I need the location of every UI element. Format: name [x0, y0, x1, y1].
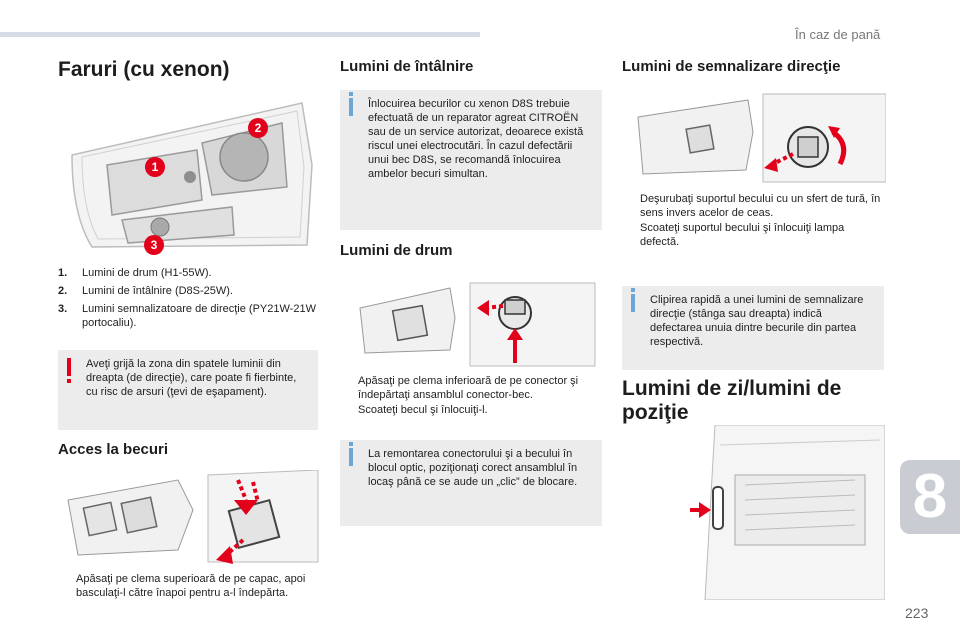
callout-1-label: 1 [152, 160, 159, 174]
drl-diagram [685, 425, 885, 600]
arrow-right-icon [340, 374, 358, 402]
access-title: Acces la becuri [58, 441, 169, 458]
high-beam-info-text: La remontarea conectorului şi a becului … [368, 448, 578, 488]
warning-text: Aveţi grijă la zona din spatele luminii … [86, 358, 297, 398]
turn-signal-steps: Deşurubaţi suportul becului cu un sfert … [622, 192, 884, 250]
list-item: Apăsaţi pe clema inferioară de pe conect… [340, 374, 602, 402]
legend-item: 2.Lumini de întâlnire (D8S-25W). [58, 285, 234, 297]
info-icon [349, 442, 353, 466]
bulb-legend: 1.Lumini de drum (H1-55W). 2.Lumini de î… [58, 266, 318, 334]
list-item: Scoateţi suportul becului şi înlocuiţi l… [622, 221, 884, 249]
high-beam-steps: Apăsaţi pe clema inferioară de pe conect… [340, 374, 602, 418]
access-diagram [58, 470, 320, 565]
legend-item: 1.Lumini de drum (H1-55W). [58, 267, 212, 279]
arrow-right-icon [340, 403, 358, 417]
list-item: Apăsaţi pe clema superioară de pe capac,… [58, 572, 323, 600]
turn-signal-info-box: Clipirea rapidă a unei lumini de semnali… [622, 286, 884, 370]
high-beam-title: Lumini de drum [340, 242, 453, 259]
turn-signal-title: Lumini de semnalizare direcţie [622, 58, 841, 75]
turn-signal-info-text: Clipirea rapidă a unei lumini de semnali… [650, 294, 864, 348]
access-steps: Apăsaţi pe clema superioară de pe capac,… [58, 572, 323, 601]
callout-1-marker [145, 157, 165, 177]
high-beam-diagram [355, 278, 600, 368]
arrow-right-icon [622, 192, 640, 220]
warning-box: Aveţi grijă la zona din spatele luminii … [58, 350, 318, 430]
warning-icon [67, 358, 71, 383]
page-number: 223 [905, 605, 929, 621]
chapter-number: 8 [912, 462, 948, 531]
low-beam-info-box: Înlocuirea becurilor cu xenon D8S trebui… [340, 90, 602, 230]
high-beam-info-box: La remontarea conectorului şi a becului … [340, 440, 602, 526]
info-icon [631, 288, 635, 312]
list-item: Scoateţi becul şi înlocuiţi-l. [340, 403, 602, 417]
legend-item: 3.Lumini semnalizatoare de direcţie (PY2… [58, 303, 316, 329]
callout-3-label: 3 [151, 238, 158, 252]
turn-signal-diagram [628, 92, 886, 184]
header-bar [0, 32, 480, 37]
page-title: Faruri (cu xenon) [58, 58, 230, 81]
headlamp-diagram: 1 2 3 [62, 95, 322, 255]
chapter-tab [900, 460, 960, 534]
callout-2-marker [248, 118, 268, 138]
low-beam-title: Lumini de întâlnire [340, 58, 474, 75]
callout-2-label: 2 [255, 121, 262, 135]
low-beam-info-text: Înlocuirea becurilor cu xenon D8S trebui… [368, 98, 584, 180]
arrow-right-icon [622, 221, 640, 249]
section-title: În caz de pană [795, 27, 881, 42]
arrow-right-icon [58, 572, 76, 600]
list-item: Deşurubaţi suportul becului cu un sfert … [622, 192, 884, 220]
info-icon [349, 92, 353, 116]
drl-title: Lumini de zi/lumini de poziţie [622, 377, 842, 424]
callout-3-marker [144, 235, 164, 255]
